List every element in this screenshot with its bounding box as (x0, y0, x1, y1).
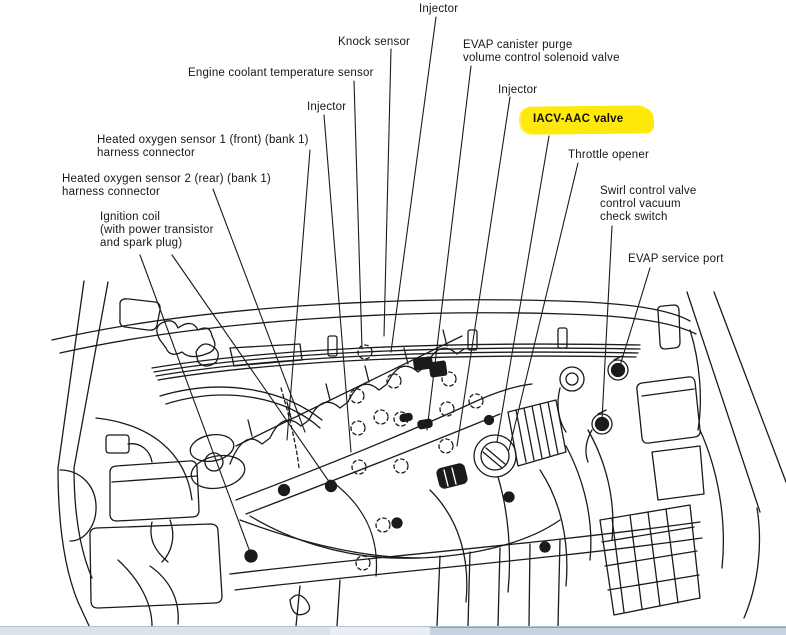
bottom-window-edge-strip (0, 626, 786, 635)
label-injector-top: Injector (419, 3, 459, 15)
label-injector-left: Injector (307, 101, 347, 113)
left-lower-components (89, 386, 323, 609)
label-ignition-coil: Ignition coil (with power transistor and… (100, 211, 214, 249)
label-injector-right: Injector (498, 84, 538, 96)
wiring-harness (151, 320, 641, 381)
label-evap-service-port: EVAP service port (628, 253, 724, 265)
label-leader-lines (139, 16, 651, 553)
label-heated-oxygen-sensor-1: Heated oxygen sensor 1 (front) (bank 1) … (97, 134, 309, 159)
component-details (585, 355, 629, 463)
intake-manifold (229, 329, 561, 559)
hoses-and-frame (117, 469, 703, 627)
component-bolts (244, 356, 626, 563)
label-engine-coolant-temp-sensor: Engine coolant temperature sensor (188, 67, 374, 79)
label-knock-sensor: Knock sensor (338, 36, 411, 48)
label-swirl-control-valve: Swirl control valve control vacuum check… (600, 185, 697, 223)
label-evap-canister-purge-valve: EVAP canister purge volume control solen… (463, 39, 620, 64)
bottom-strip-segment-light (330, 627, 430, 635)
label-iacv-aac-valve: IACV-AAC valve (533, 113, 624, 125)
label-throttle-opener: Throttle opener (568, 149, 649, 161)
throttle-body (436, 399, 567, 489)
label-heated-oxygen-sensor-2: Heated oxygen sensor 2 (rear) (bank 1) h… (62, 173, 271, 198)
right-side-components (557, 366, 705, 616)
bolt-marks (280, 344, 484, 571)
bottom-strip-segment-blue (430, 627, 786, 635)
hood-and-fender-outline (51, 280, 786, 629)
